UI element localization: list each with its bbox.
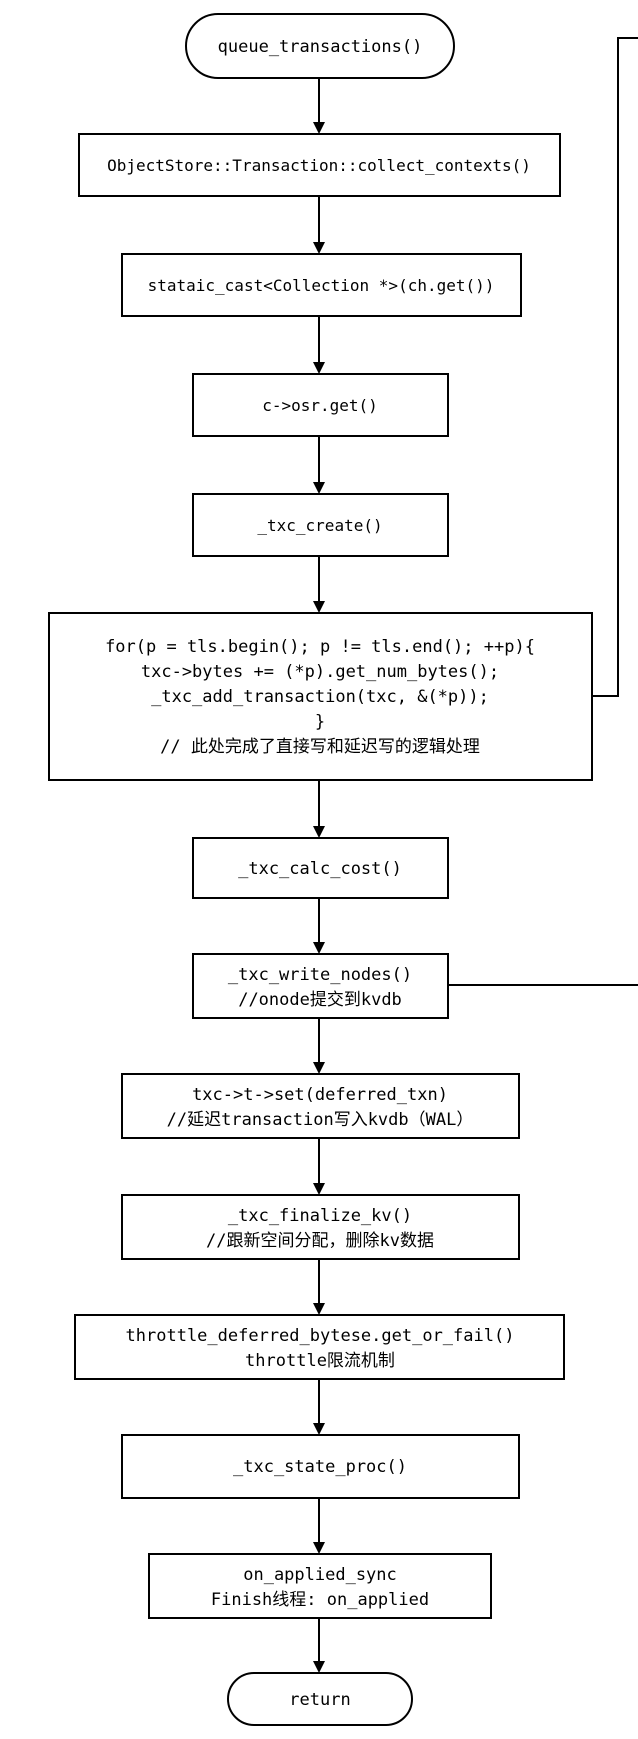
edge-loop-side-connector	[592, 37, 638, 697]
node-set-deferred-line-0: txc->t->set(deferred_txn)	[192, 1085, 448, 1105]
node-throttle: throttle_deferred_bytese.get_or_fail() t…	[74, 1314, 565, 1380]
node-set-deferred: txc->t->set(deferred_txn) //延迟transactio…	[121, 1073, 520, 1139]
node-osr-get: c->osr.get()	[192, 373, 449, 437]
node-txc-create: _txc_create()	[192, 493, 449, 557]
node-set-deferred-line-1: //延迟transaction写入kvdb（WAL）	[167, 1110, 474, 1130]
node-for-loop-line-0: for(p = tls.begin(); p != tls.end(); ++p…	[105, 637, 535, 657]
node-start: queue_transactions()	[185, 13, 455, 79]
node-txc-calc-cost-line-0: _txc_calc_cost()	[238, 859, 402, 879]
node-collect-contexts: ObjectStore::Transaction::collect_contex…	[78, 133, 561, 197]
node-for-loop-line-3: }	[315, 712, 325, 732]
node-osr-get-line-0: c->osr.get()	[262, 396, 378, 415]
node-for-loop-line-1: txc->bytes += (*p).get_num_bytes();	[141, 662, 499, 682]
node-state-proc: _txc_state_proc()	[121, 1434, 520, 1499]
node-finalize-kv-line-1: //跟新空间分配，删除kv数据	[206, 1231, 434, 1251]
node-return-line-0: return	[289, 1690, 350, 1710]
node-for-loop-line-4: // 此处完成了直接写和延迟写的逻辑处理	[160, 737, 480, 757]
node-txc-create-line-0: _txc_create()	[257, 516, 382, 535]
node-state-proc-line-0: _txc_state_proc()	[233, 1457, 407, 1477]
node-finalize-kv: _txc_finalize_kv() //跟新空间分配，删除kv数据	[121, 1194, 520, 1260]
node-for-loop-line-2: _txc_add_transaction(txc, &(*p));	[151, 687, 489, 707]
node-throttle-line-1: throttle限流机制	[245, 1351, 395, 1371]
node-txc-calc-cost: _txc_calc_cost()	[192, 837, 449, 899]
node-txc-write-nodes-line-1: //onode提交到kvdb	[238, 990, 402, 1010]
node-txc-write-nodes-line-0: _txc_write_nodes()	[228, 965, 412, 985]
node-static-cast: stataic_cast<Collection *>(ch.get())	[121, 253, 522, 317]
node-start-line-0: queue_transactions()	[218, 37, 423, 57]
node-txc-write-nodes: _txc_write_nodes() //onode提交到kvdb	[192, 953, 449, 1019]
node-throttle-line-0: throttle_deferred_bytese.get_or_fail()	[126, 1326, 515, 1346]
node-static-cast-line-0: stataic_cast<Collection *>(ch.get())	[148, 276, 495, 295]
flow-edges	[313, 37, 638, 1673]
node-on-applied-line-0: on_applied_sync	[243, 1565, 397, 1585]
node-return: return	[227, 1672, 413, 1726]
node-on-applied-line-1: Finish线程: on_applied	[211, 1590, 429, 1610]
node-on-applied: on_applied_sync Finish线程: on_applied	[148, 1553, 492, 1619]
node-for-loop: for(p = tls.begin(); p != tls.end(); ++p…	[48, 612, 593, 781]
node-collect-contexts-line-0: ObjectStore::Transaction::collect_contex…	[107, 156, 531, 175]
node-finalize-kv-line-0: _txc_finalize_kv()	[228, 1206, 412, 1226]
